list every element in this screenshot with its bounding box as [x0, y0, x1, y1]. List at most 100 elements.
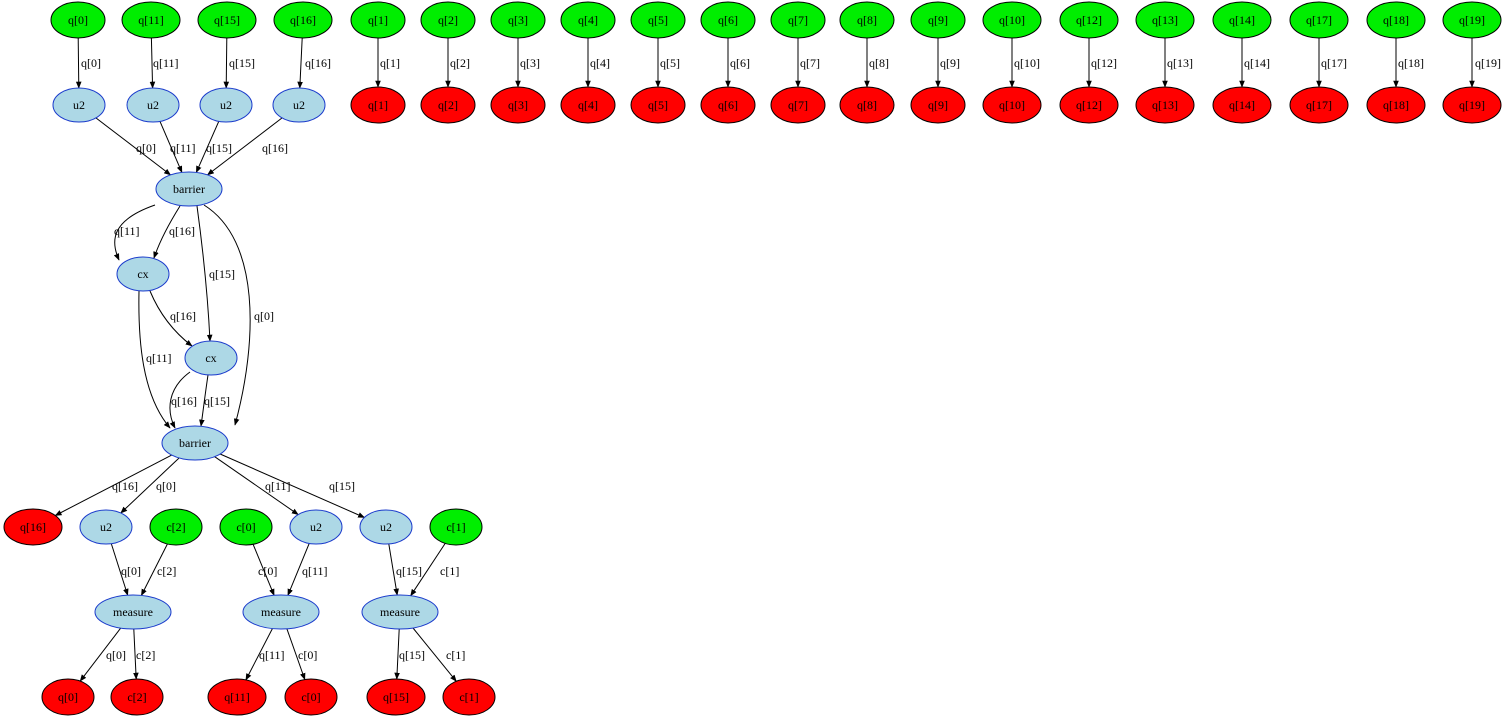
- input-node-shape: [219, 508, 273, 546]
- node-label: q[0]: [58, 690, 78, 704]
- node-label: q[11]: [224, 690, 250, 704]
- edge-meas1-to-out_c2: c[2]: [133, 628, 155, 680]
- node-label: c[1]: [446, 520, 465, 534]
- input-node-shape: [1135, 1, 1195, 39]
- edge-line: [245, 628, 273, 681]
- edge-u2_g-to-meas3: q[15]: [388, 543, 422, 596]
- input-node-shape: [1059, 1, 1119, 39]
- input-node-shape: [1442, 1, 1502, 39]
- output-node-shape: [366, 678, 426, 716]
- output-node-shape: [982, 86, 1042, 124]
- node-label: measure: [380, 605, 420, 619]
- input-node-shape: [770, 1, 826, 39]
- edge-meas2-to-out_c0: c[0]: [286, 628, 317, 681]
- output-node: q[15]: [366, 678, 426, 716]
- output-node-shape: [1289, 86, 1349, 124]
- input-node: c[0]: [219, 508, 273, 546]
- edge-in_q6-to-out_q6: q[6]: [725, 38, 750, 88]
- edge-label: q[1]: [380, 56, 400, 70]
- node-label: c[2]: [127, 690, 146, 704]
- node-label: q[15]: [383, 690, 409, 704]
- operation-node-shape: [272, 87, 326, 123]
- operation-node: cx: [184, 340, 238, 376]
- input-node: q[6]: [700, 1, 756, 39]
- output-node: q[0]: [41, 678, 95, 716]
- output-node: q[2]: [420, 86, 476, 124]
- edge-in_q17-to-out_q17: q[17]: [1316, 38, 1347, 88]
- edge-label: q[10]: [1014, 56, 1040, 70]
- edge-label: c[2]: [157, 564, 176, 578]
- edge-line: [203, 204, 251, 426]
- output-node-shape: [839, 86, 895, 124]
- node-label: q[16]: [290, 13, 316, 27]
- input-node: q[14]: [1212, 1, 1272, 39]
- edge-in_q19-to-out_q19: q[19]: [1469, 38, 1501, 88]
- edge-line: [214, 456, 299, 516]
- node-label: q[2]: [438, 98, 458, 112]
- output-node: q[11]: [207, 678, 267, 716]
- output-node: q[18]: [1366, 86, 1426, 124]
- edge-line: [195, 121, 220, 174]
- node-label: u2: [310, 520, 322, 534]
- node-label: barrier: [179, 436, 211, 450]
- input-node: q[1]: [350, 1, 406, 39]
- node-label: q[17]: [1306, 98, 1332, 112]
- node-label: q[1]: [368, 13, 388, 27]
- edge-in_q7-to-out_q7: q[7]: [795, 38, 820, 88]
- edge-label: q[0]: [121, 564, 141, 578]
- operation-node-shape: [52, 87, 106, 123]
- node-label: q[1]: [368, 98, 388, 112]
- edge-label: q[16]: [170, 309, 196, 323]
- operation-node: u2: [272, 87, 326, 123]
- edge-label: q[8]: [869, 56, 889, 70]
- output-node-shape: [41, 678, 95, 716]
- edge-label: q[11]: [170, 141, 196, 155]
- input-node-shape: [273, 1, 333, 39]
- output-node-shape: [490, 86, 546, 124]
- output-node-shape: [1442, 86, 1502, 124]
- input-node: q[8]: [839, 1, 895, 39]
- input-node: q[13]: [1135, 1, 1195, 39]
- node-label: q[15]: [214, 13, 240, 27]
- edge-in_c1-to-meas3: c[1]: [410, 543, 459, 597]
- node-label: q[4]: [578, 98, 598, 112]
- edge-barrier2-to-out_q16: q[16]: [54, 454, 172, 516]
- output-node-shape: [910, 86, 966, 124]
- input-node: q[7]: [770, 1, 826, 39]
- edge-label: q[15]: [229, 56, 255, 70]
- edge-label: q[11]: [114, 224, 140, 238]
- operation-node: barrier: [155, 171, 223, 207]
- input-node: q[12]: [1059, 1, 1119, 39]
- output-node-shape: [770, 86, 826, 124]
- node-label: u2: [100, 520, 112, 534]
- edge-cx2-to-barrier2: q[16]: [169, 371, 197, 429]
- node-label: q[3]: [508, 13, 528, 27]
- input-node-shape: [560, 1, 616, 39]
- edge-label: c[1]: [446, 648, 465, 662]
- node-label: q[13]: [1152, 13, 1178, 27]
- operation-node: u2: [359, 509, 413, 545]
- edge-line: [153, 205, 181, 259]
- input-node-shape: [1212, 1, 1272, 39]
- edge-label: q[11]: [265, 479, 291, 493]
- node-label: c[2]: [166, 520, 185, 534]
- edge-label: q[16]: [112, 479, 138, 493]
- operation-node-shape: [184, 340, 238, 376]
- edge-in_c0-to-meas2: c[0]: [252, 544, 277, 596]
- node-label: q[12]: [1076, 98, 1102, 112]
- node-label: q[8]: [857, 98, 877, 112]
- edge-label: q[13]: [1167, 56, 1193, 70]
- edge-in_q1-to-out_q1: q[1]: [375, 38, 400, 88]
- node-label: q[18]: [1383, 13, 1409, 27]
- output-node-shape: [630, 86, 686, 124]
- node-label: c[1]: [459, 690, 478, 704]
- edge-in_q15-to-u2_c: q[15]: [223, 37, 255, 89]
- node-label: q[14]: [1229, 13, 1255, 27]
- node-label: q[10]: [999, 98, 1025, 112]
- edge-label: q[0]: [156, 479, 176, 493]
- output-node: c[1]: [442, 678, 496, 716]
- edge-label: q[15]: [209, 267, 235, 281]
- edge-label: q[19]: [1475, 56, 1501, 70]
- node-label: measure: [261, 605, 301, 619]
